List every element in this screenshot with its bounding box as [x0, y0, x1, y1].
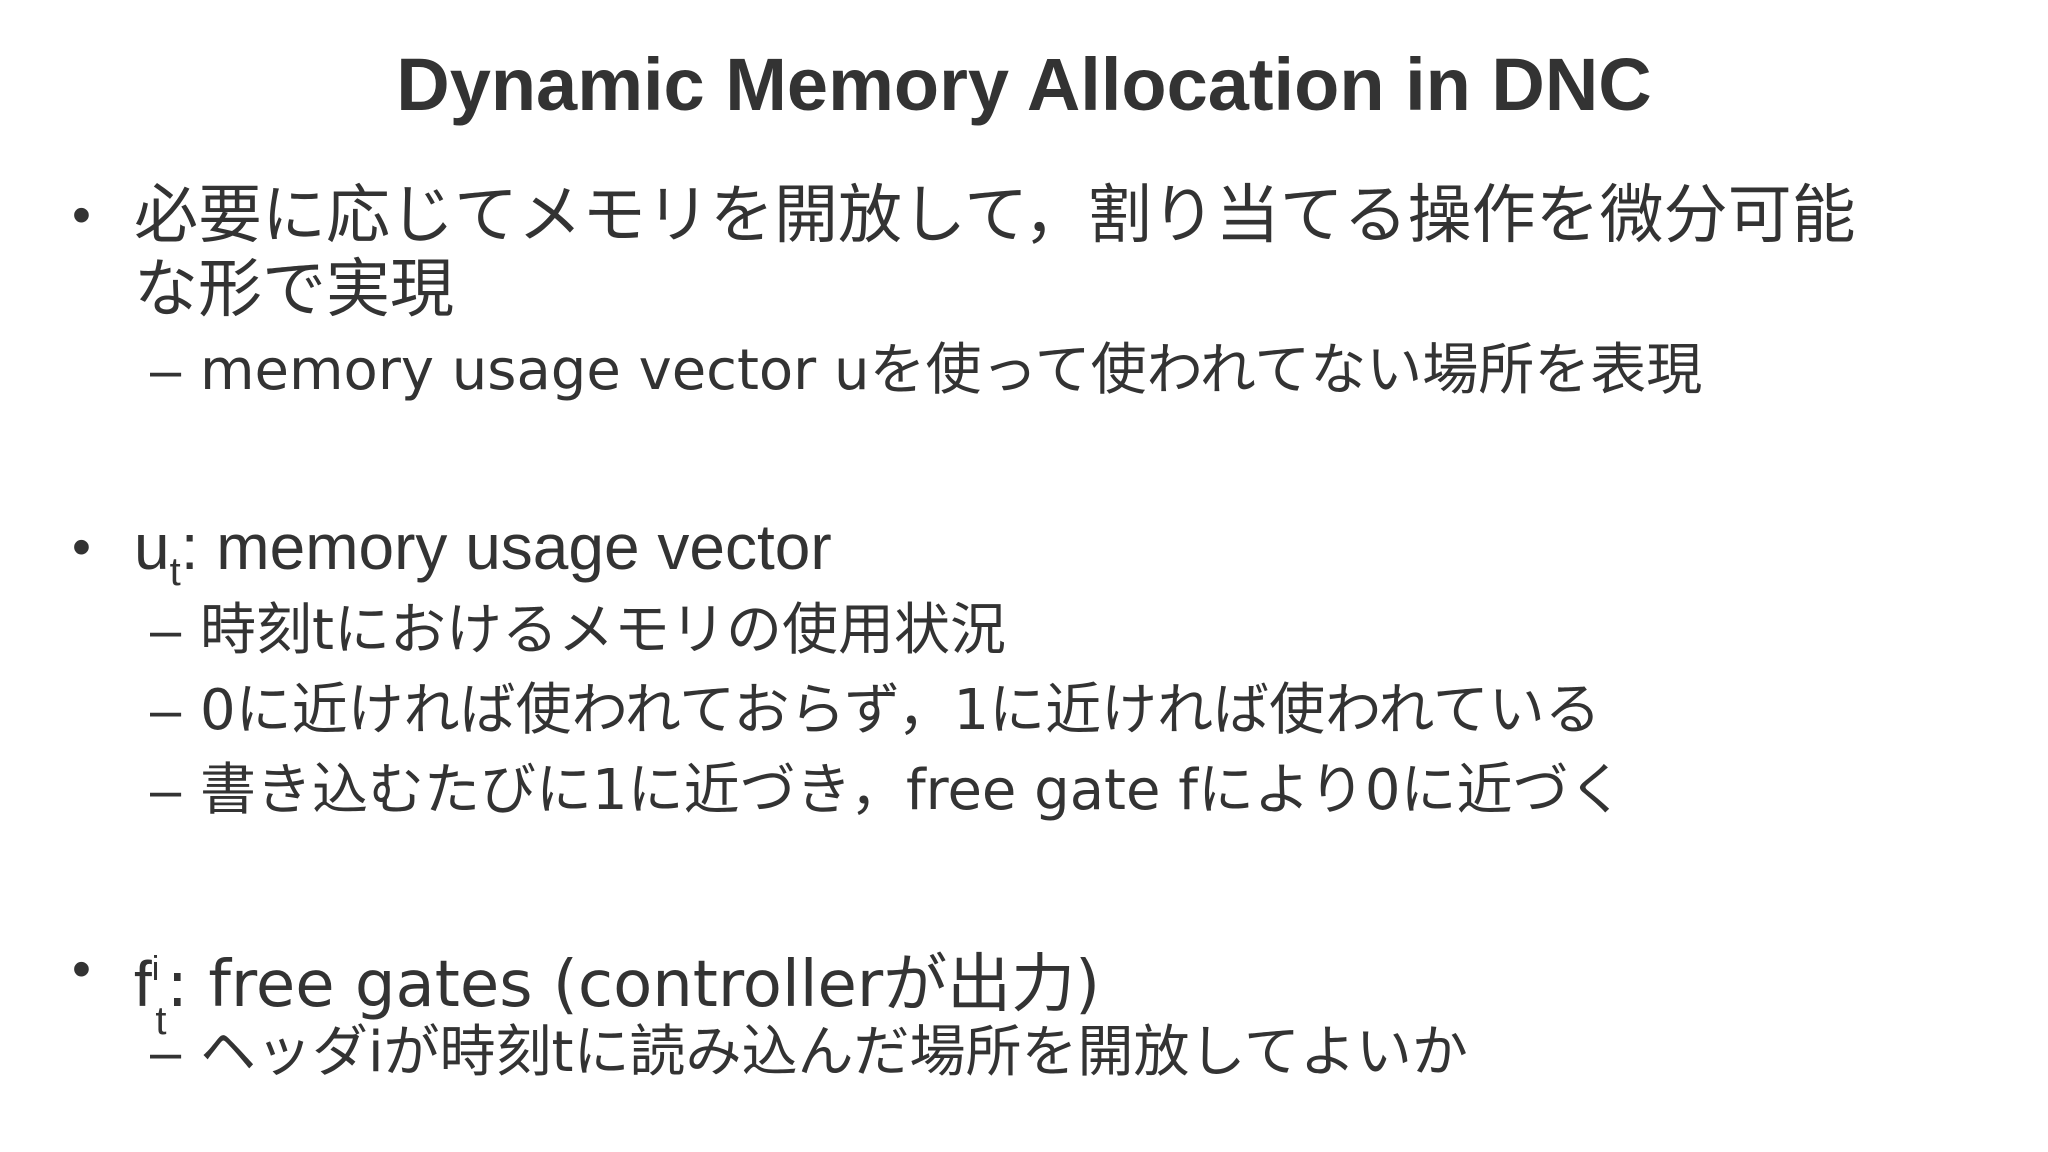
dash-marker: –: [150, 1020, 182, 1083]
bullet-marker: •: [72, 517, 91, 577]
bullet-item-usage-vector: • ut: memory usage vector: [72, 510, 832, 609]
sub-bullet-text: ヘッダiが時刻tに読み込んだ場所を開放してよいか: [200, 1020, 1468, 1085]
sub-bullet-free-gate-meaning: – ヘッダiが時刻tに読み込んだ場所を開放してよいか: [150, 1018, 1468, 1087]
subscript-t: t: [155, 999, 167, 1043]
bullet-text-line2: な形で実現: [134, 253, 454, 327]
variable-f: f: [134, 948, 152, 1020]
sub-bullet-text: 時刻tにおけるメモリの使用状況: [200, 598, 1006, 663]
dash-marker: –: [150, 678, 182, 741]
bullet-heading: fit: free gates (controllerが出力): [134, 948, 1101, 1043]
bullet-item-allocation: • 必要に応じてメモリを開放して，割り当てる操作を微分可能: [72, 178, 1856, 253]
bullet-item-allocation-continued: な形で実現: [134, 252, 454, 327]
bullet-heading: ut: memory usage vector: [134, 511, 832, 594]
sub-bullet-text: 0に近ければ使われておらず，1に近ければ使われている: [200, 678, 1601, 743]
slide-title: Dynamic Memory Allocation in DNC: [396, 43, 1652, 126]
heading-text: : memory usage vector: [180, 511, 832, 583]
sub-bullet-text: memory usage vector uを使って使われてない場所を表現: [200, 338, 1703, 403]
bullet-marker: •: [72, 939, 91, 999]
sub-bullet-text: 書き込むたびに1に近づき，free gate fにより0に近づく: [200, 758, 1625, 823]
bullet-text-line1: 必要に応じてメモリを開放して，割り当てる操作を微分可能: [134, 179, 1856, 253]
bullet-marker: •: [72, 185, 91, 245]
variable-u: u: [134, 511, 170, 583]
sub-bullet-usage-update: – 書き込むたびに1に近づき，free gate fにより0に近づく: [150, 756, 1624, 825]
sub-bullet-usage-meaning: – 0に近ければ使われておらず，1に近ければ使われている: [150, 676, 1601, 745]
subscript-t: t: [169, 550, 181, 594]
superscript-i: i: [151, 950, 160, 988]
sub-bullet-usage-state: – 時刻tにおけるメモリの使用状況: [150, 596, 1006, 665]
dash-marker: –: [150, 338, 182, 401]
bullet-item-free-gates: • fit: free gates (controllerが出力): [72, 932, 1101, 1058]
dash-marker: –: [150, 598, 182, 661]
heading-text: : free gates (controllerが出力): [166, 948, 1101, 1022]
dash-marker: –: [150, 758, 182, 821]
sub-bullet-usage-vector: – memory usage vector uを使って使われてない場所を表現: [150, 336, 1702, 405]
